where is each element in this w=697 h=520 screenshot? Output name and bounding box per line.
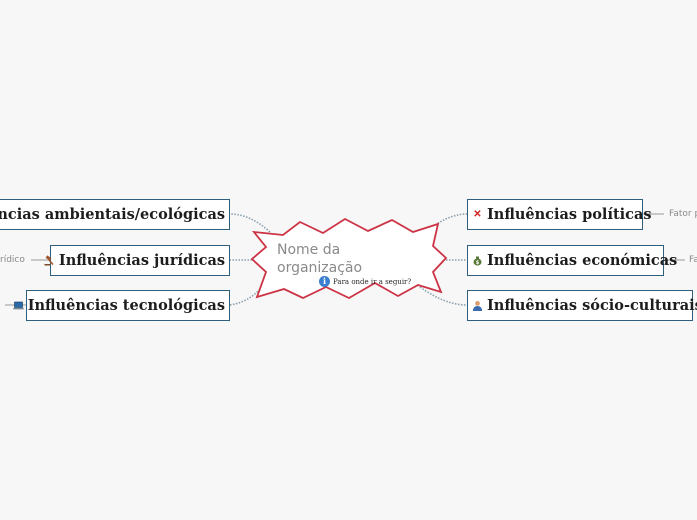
factor-label-juridicas[interactable]: rídico xyxy=(0,255,25,265)
factor-label-economicas[interactable]: Fa xyxy=(689,255,697,265)
branch-influencias-socio-culturais[interactable]: Influências sócio-culturais xyxy=(467,290,697,321)
branch-influencias-juridicas[interactable]: Influências jurídicas xyxy=(44,245,230,276)
branch-influencias-economicas[interactable]: $ Influências económicas xyxy=(467,245,677,276)
branch-influencias-tecnologicas[interactable]: Influências tecnológicas xyxy=(12,290,230,321)
branch-influencias-politicas[interactable]: ✕ Influências políticas xyxy=(467,199,652,230)
central-topic-label[interactable]: Nome da organização xyxy=(277,242,363,276)
cross-icon: ✕ xyxy=(473,209,482,220)
person-icon xyxy=(472,300,483,311)
connector-politicas xyxy=(434,213,468,226)
central-starburst-shape xyxy=(250,217,448,300)
branch-label: Influências sócio-culturais xyxy=(487,297,697,314)
connector-socio xyxy=(419,286,468,306)
branch-label: Influências jurídicas xyxy=(58,252,225,269)
branch-label: Influências económicas xyxy=(487,252,678,269)
branch-influencias-ambientais[interactable]: uências ambientais/ecológicas xyxy=(0,199,230,230)
branch-label: uências ambientais/ecológicas xyxy=(0,206,225,223)
money-bag-icon: $ xyxy=(472,255,483,266)
factor-label-politicas[interactable]: Fator p xyxy=(669,209,697,219)
connector-ambientais xyxy=(229,213,271,233)
branch-label: Influências políticas xyxy=(487,206,652,223)
branch-label: Influências tecnológicas xyxy=(27,297,225,314)
gavel-icon xyxy=(44,255,55,266)
svg-text:$: $ xyxy=(476,260,480,266)
info-icon: i xyxy=(319,276,330,287)
central-note-text: Para onde ir a seguir? xyxy=(333,277,412,286)
central-note[interactable]: i Para onde ir a seguir? xyxy=(319,276,411,287)
laptop-icon xyxy=(12,300,24,311)
